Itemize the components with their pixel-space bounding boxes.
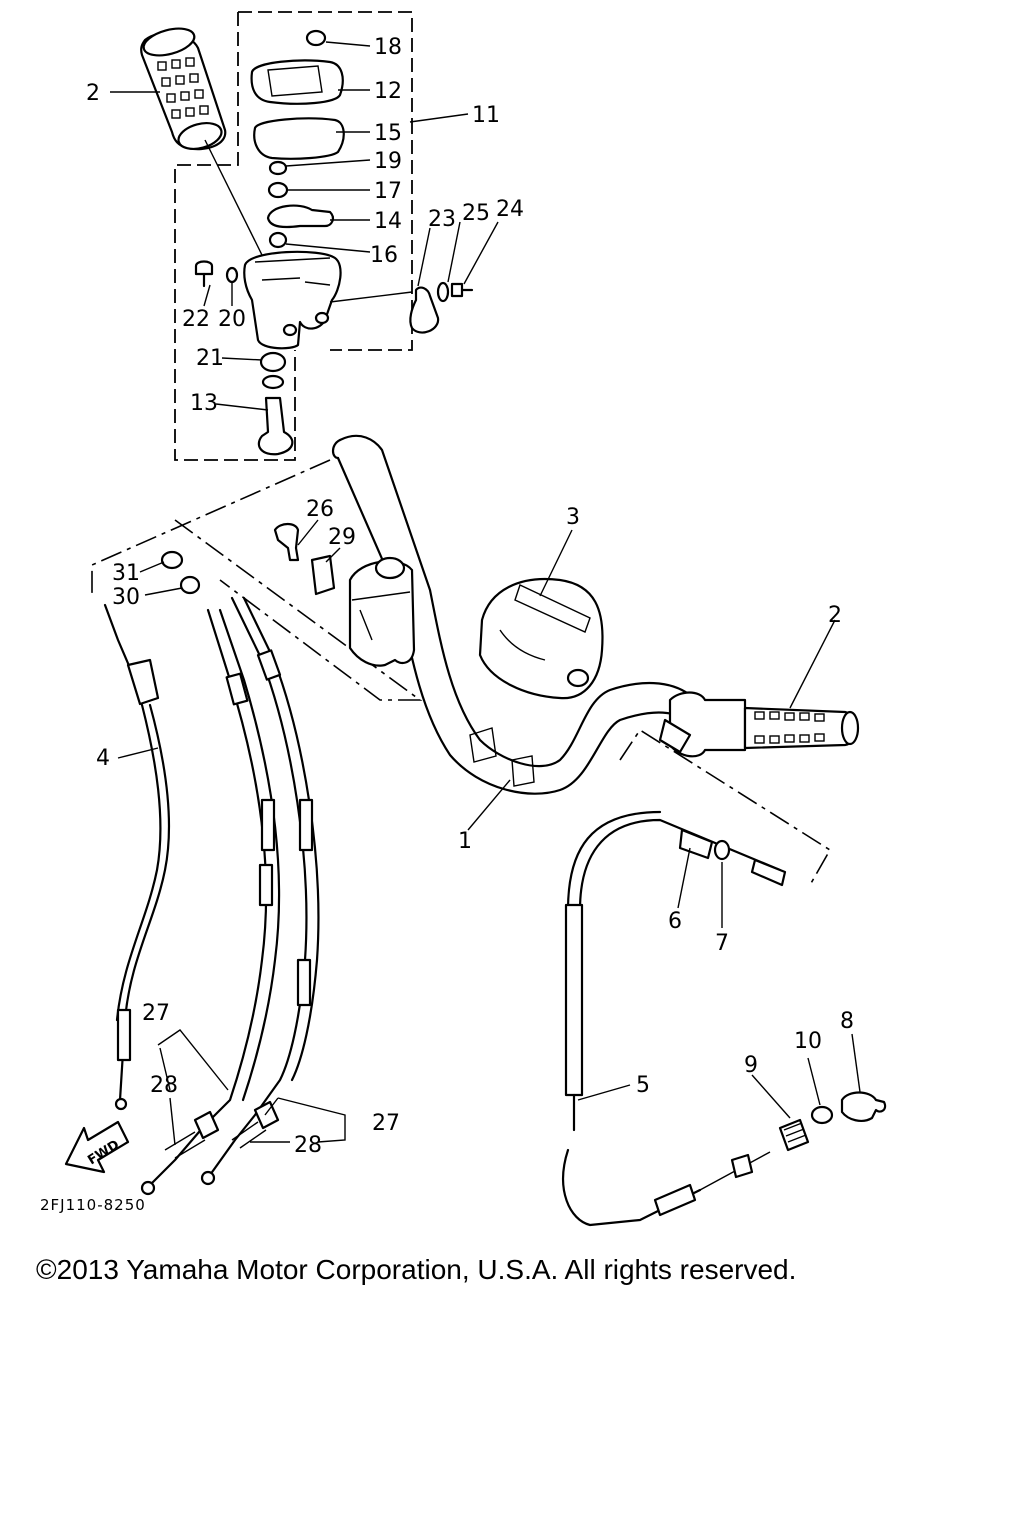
callout-13: 13 (190, 391, 218, 416)
callout-1: 1 (458, 829, 472, 854)
callout-10: 10 (794, 1029, 822, 1054)
callout-22: 22 (182, 307, 210, 332)
left-switch (273, 522, 416, 667)
fwd-direction-arrow: FWD (64, 1120, 130, 1174)
handlebar (331, 434, 692, 795)
callout-8: 8 (840, 1009, 854, 1034)
callout-26: 26 (306, 497, 334, 522)
callout-28-right: 28 (294, 1133, 322, 1158)
callout-28-left: 28 (150, 1073, 178, 1098)
callout-15: 15 (374, 121, 402, 146)
callout-5: 5 (636, 1073, 650, 1098)
callout-25: 25 (462, 201, 490, 226)
callout-27-left: 27 (142, 1001, 170, 1026)
clutch-cable (103, 603, 171, 1111)
callout-labels: 1 2 2 3 4 5 6 7 8 9 10 11 12 13 14 15 16… (86, 35, 854, 1158)
callout-17: 17 (374, 179, 402, 204)
switch-assembly-box (91, 459, 423, 701)
callout-2-right: 2 (828, 603, 842, 628)
brake-cable (562, 810, 787, 1227)
throttle-cover-parts (194, 29, 345, 456)
callout-16: 16 (370, 243, 398, 268)
diagram-code: 2FJ110-8250 (40, 1196, 146, 1214)
callout-30: 30 (112, 585, 140, 610)
callout-31: 31 (112, 561, 140, 586)
throttle-lever (329, 281, 474, 334)
right-grip (658, 691, 860, 758)
callout-11: 11 (472, 103, 500, 128)
copyright-notice: ©2013 Yamaha Motor Corporation, U.S.A. A… (36, 1254, 797, 1285)
callout-3: 3 (566, 505, 580, 530)
throttle-cables (140, 550, 320, 1196)
callout-6: 6 (668, 909, 682, 934)
callout-18: 18 (374, 35, 402, 60)
brake-small-parts (778, 1091, 887, 1152)
callout-4: 4 (96, 746, 110, 771)
callout-7: 7 (715, 931, 729, 956)
callout-24: 24 (496, 197, 524, 222)
callout-12: 12 (374, 79, 402, 104)
callout-29: 29 (328, 525, 356, 550)
leader-lines (110, 41, 861, 1146)
left-grip (140, 27, 263, 256)
callout-20: 20 (218, 307, 246, 332)
callout-21: 21 (196, 346, 224, 371)
callout-9: 9 (744, 1053, 758, 1078)
callout-27-right: 27 (372, 1111, 400, 1136)
parts-diagram: 1 2 2 3 4 5 6 7 8 9 10 11 12 13 14 15 16… (64, 11, 887, 1227)
callout-23: 23 (428, 207, 456, 232)
callout-2-left: 2 (86, 81, 100, 106)
callout-14: 14 (374, 209, 402, 234)
right-switch-housing (478, 578, 604, 700)
throttle-assembly-box (174, 11, 413, 461)
callout-19: 19 (374, 149, 402, 174)
right-lever-box (619, 728, 832, 886)
